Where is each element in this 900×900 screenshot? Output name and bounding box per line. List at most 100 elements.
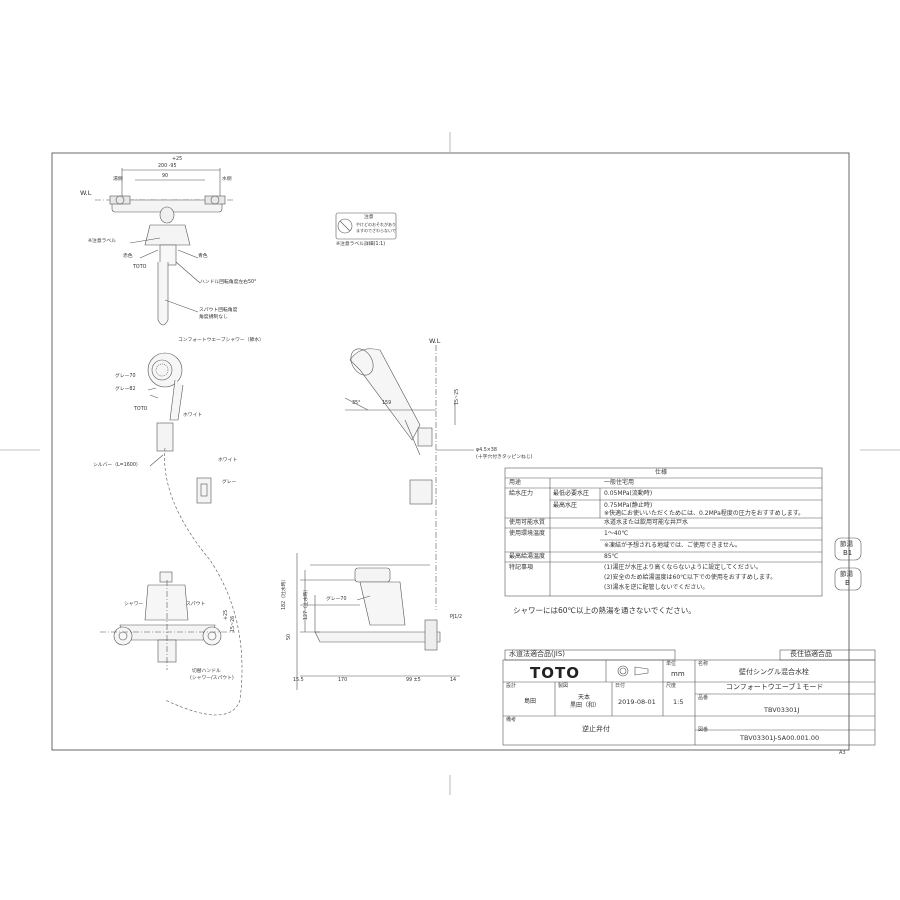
screw-spec: φ4.5×38	[476, 448, 497, 453]
screw-note: (十字穴付きタッピンねじ)	[476, 455, 533, 460]
spec-row-label: 特記事項	[509, 564, 534, 571]
spec-row-value: 水道水または飲用可能な井戸水	[604, 519, 689, 526]
plan-dim-25: +25	[224, 609, 229, 620]
shower-toto-label: TOTO	[134, 407, 148, 412]
product-code: TBV03301J	[764, 706, 800, 714]
shower-title: コンフォートウエーブシャワー（節水）	[178, 338, 264, 343]
shower-gray70-label: グレー70	[115, 374, 136, 379]
water-saving-badge-grade: B1	[843, 549, 853, 557]
spec-row-sub: 最低必要水圧	[553, 490, 590, 497]
spec-row-label: 用途	[509, 479, 522, 486]
hook-white-label: ホワイト	[218, 458, 238, 463]
unit-value: mm	[671, 670, 685, 678]
spec-table-grid	[504, 467, 823, 597]
product-name-line1: 壁付シングル混合水栓	[739, 668, 809, 676]
water-saving-badge-grade: B	[845, 579, 850, 587]
drawing-number-label: 図番	[698, 727, 709, 733]
product-code-label: 品番	[698, 695, 709, 701]
elev-gray70-label: グレー70	[326, 597, 347, 602]
shower-drawing	[147, 352, 243, 716]
front-dim-range: 200 -95	[158, 164, 177, 169]
name-label: 名称	[698, 661, 709, 667]
side-dim-35: 35°	[352, 401, 361, 406]
remarks-value: 逆止弁付	[582, 725, 610, 733]
elevation-view-drawing	[296, 553, 460, 690]
drawing-date: 2019-08-01	[618, 698, 656, 706]
elev-dim-15-5: 15.5	[293, 678, 304, 683]
plan-view-drawing	[100, 571, 235, 670]
caution-text-title: 注意	[364, 215, 374, 220]
silver-hose-label: シルバー（L=1600）	[93, 463, 141, 468]
side-wl-label: W.L	[429, 337, 441, 345]
spec-row-value: (1)湯圧が水圧より高くならないように設定してください。	[604, 564, 762, 571]
designer-name: 島田	[524, 698, 537, 705]
shower-white-label: ホワイト	[183, 413, 203, 418]
spec-header: 仕様	[655, 469, 668, 476]
sheet-size-label: A3	[839, 750, 846, 756]
scale-value: 1:5	[673, 698, 684, 706]
spec-row-value: 1～40℃	[604, 530, 629, 537]
shower-hot-water-notice: シャワーには60℃以上の熱湯を通さないでください。	[513, 606, 696, 615]
front-dim-90: 90	[162, 174, 169, 179]
remarks-label: 備考	[506, 717, 517, 723]
handle-angle-label: ハンドル回転角度左右50°	[200, 280, 257, 285]
spec-row-value: 0.05MPa(流動時)	[604, 490, 653, 497]
caution-text-line2: ますのでさわらないで	[356, 228, 396, 233]
switch-modes-label: (シャワー/スパウト)	[190, 676, 234, 681]
spout-angle-note: 角度規制なし	[199, 315, 228, 320]
title-block-grid	[502, 649, 876, 746]
elev-dim-50: 50	[287, 633, 292, 640]
spec-row-label: 最高給湯温度	[509, 553, 546, 560]
spec-row-note: ※快適にお使いいただくためには、0.2MPa程度の圧力をおすすめします。	[604, 510, 805, 517]
switch-handle-label: 切替ハンドル	[192, 669, 221, 674]
spec-row-label: 使用環境温度	[509, 530, 546, 537]
spec-row-value: 85℃	[604, 553, 619, 560]
spec-row-value: 0.75MPa(静止時)	[604, 502, 653, 509]
drafter-name-1: 天本	[578, 694, 591, 701]
unit-label: 単位	[666, 661, 677, 667]
spec-row-value: (3)湯水を逆に配管しないでください。	[604, 584, 709, 591]
spec-row-sub: 最高水圧	[553, 502, 578, 509]
design-label: 設計	[506, 683, 517, 689]
spec-row-label: 使用可能水質	[509, 519, 546, 526]
side-dim-159: 159	[382, 401, 392, 406]
cold-side-label: 水側	[222, 177, 232, 182]
drafter-name-2: 黒田（和）	[570, 702, 601, 709]
elev-dim-182: 182（吐水時）	[282, 576, 287, 610]
drawing-number: TBV03301J-SA00.001.00	[740, 734, 820, 742]
plan-dim-15-26: 15~26	[231, 615, 236, 632]
draft-label: 製図	[558, 683, 569, 689]
elev-dim-127: 127（止水時）	[304, 586, 309, 620]
badge-frames	[834, 537, 862, 591]
caution-text-line1: やけどのおそれがあり	[356, 222, 396, 227]
front-view-drawing	[95, 168, 235, 326]
red-color-label: 赤色	[123, 254, 133, 259]
jis-compliance-label: 水道法適合品(JIS)	[509, 650, 566, 658]
spec-row-label: 給水圧力	[509, 490, 534, 497]
side-view-drawing	[344, 345, 474, 610]
caution-label-callout: ※注意ラベル	[88, 239, 117, 244]
front-toto-label: TOTO	[133, 265, 147, 270]
water-saving-badge-top: 節湯	[840, 540, 853, 548]
caution-detail-caption: ※注意ラベル詳細(1:1)	[336, 242, 386, 247]
long-life-compliance-label: 長住協適合品	[790, 650, 832, 658]
blue-color-label: 青色	[198, 254, 208, 259]
date-label: 日付	[615, 683, 626, 689]
scale-label: 尺度	[666, 683, 677, 689]
elev-dim-170: 170	[338, 678, 348, 683]
product-name-line2: コンフォートウエーブ１モード	[726, 683, 824, 691]
elev-dim-99: 99 ±5	[406, 678, 421, 683]
hook-gray-label: グレー	[222, 480, 237, 485]
caution-label-detail	[335, 212, 397, 240]
elev-dim-14: 14	[450, 678, 457, 683]
plan-spout-label: スパウト	[186, 602, 206, 607]
hot-side-label: 湯側	[113, 177, 123, 182]
water-saving-badge-top: 節湯	[840, 570, 853, 578]
shower-gray82-label: グレー82	[115, 387, 136, 392]
spec-row-note: ※凍結が予想される地域では、ご使用できません。	[604, 542, 741, 549]
spec-row-value: (2)安全のため給湯温度は60℃以下での使用をおすすめします。	[604, 574, 777, 581]
brand-logo: TOTO	[530, 664, 580, 682]
spout-angle-label: スパウト回転角度	[199, 308, 238, 313]
